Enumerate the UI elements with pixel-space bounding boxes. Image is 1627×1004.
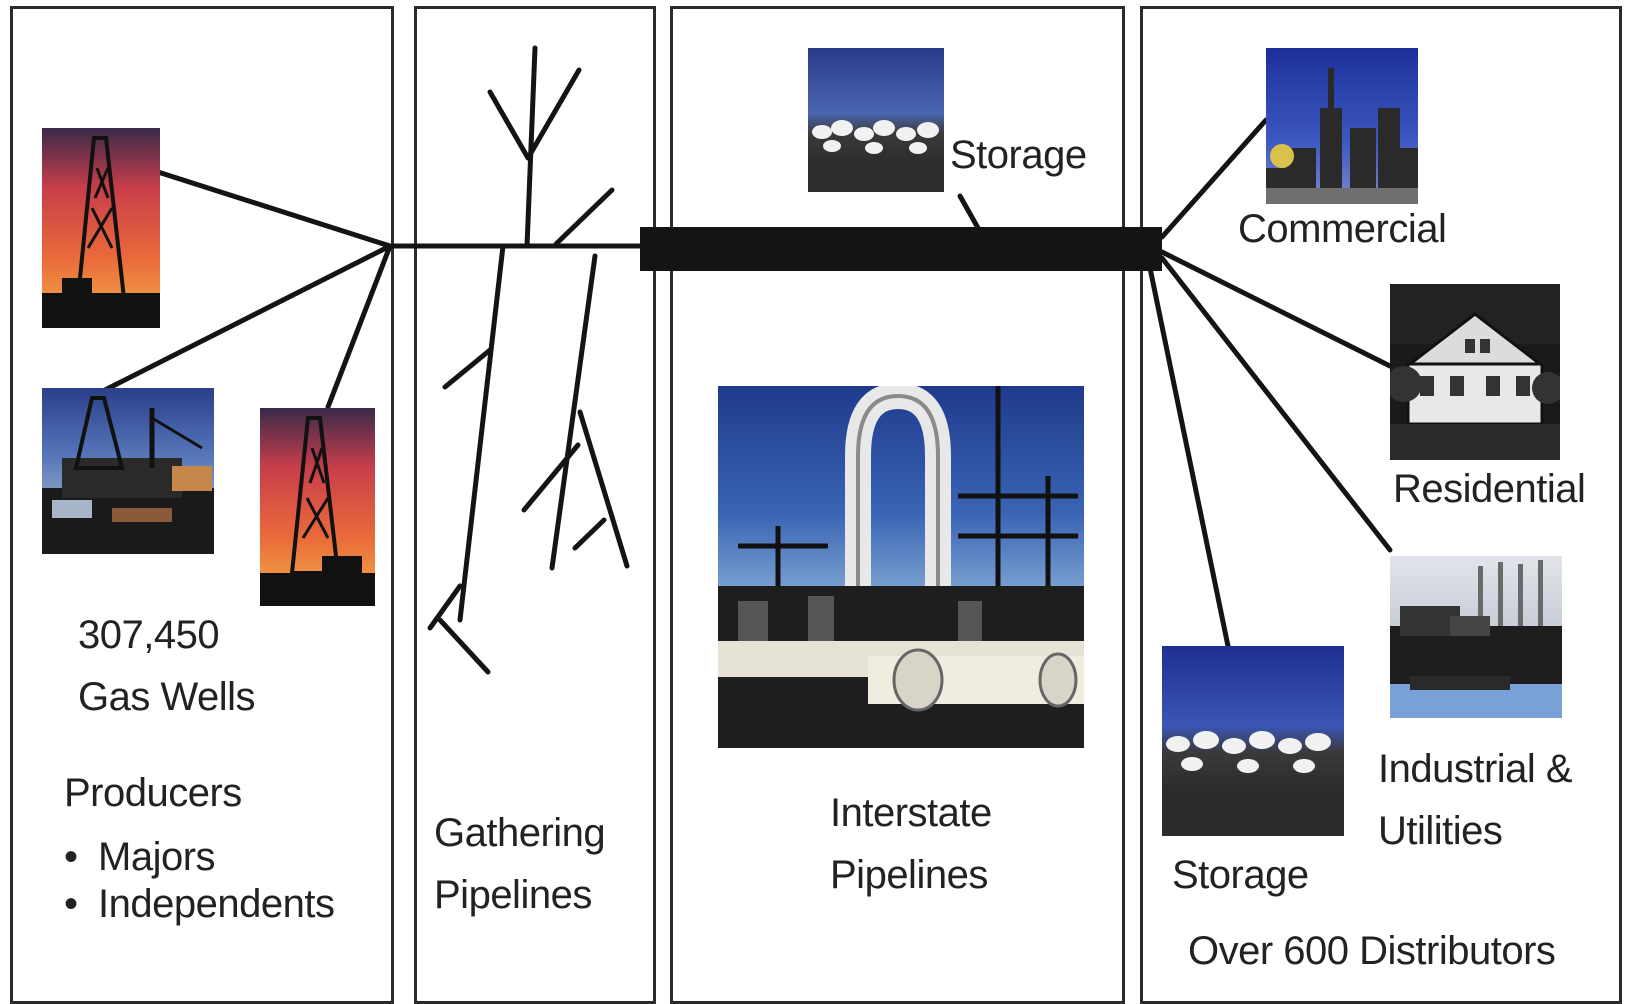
distributors-footer: Over 600 Distributors xyxy=(1188,929,1556,973)
storage-dist-connector xyxy=(1147,265,1231,649)
derrick-icon xyxy=(260,416,375,606)
gathering-branch xyxy=(487,89,531,161)
storage-tanks-icon xyxy=(808,120,944,192)
gathering-label-line1: Gathering xyxy=(434,811,606,855)
producer-type-item: Majors xyxy=(64,834,334,881)
industrial-connector xyxy=(1159,255,1393,553)
gathering-label-line2: Pipelines xyxy=(434,873,592,917)
commercial-label: Commercial xyxy=(1238,207,1447,251)
residential-label: Residential xyxy=(1393,467,1586,511)
interstate-label-line1: Interstate xyxy=(830,791,992,835)
interstate-label-line2: Pipelines xyxy=(830,853,988,897)
well-connector-1 xyxy=(155,169,393,249)
offshore-rig-photo xyxy=(42,388,214,554)
city-skyline-photo xyxy=(1266,48,1418,204)
gas-well-photo-1 xyxy=(42,128,160,328)
gathering-branch xyxy=(577,409,630,569)
storage-tanks-icon xyxy=(1162,731,1344,836)
storage-tanks-photo-top xyxy=(808,48,944,192)
commercial-connector xyxy=(1159,117,1269,240)
gathering-branch xyxy=(572,517,607,551)
gathering-panel xyxy=(414,6,656,1004)
gathering-branch xyxy=(549,253,598,571)
interstate-pipeline-bar xyxy=(640,227,1162,271)
compressor-station-icon xyxy=(718,386,1084,748)
industrial-label-line1: Industrial & xyxy=(1378,747,1573,791)
wells-count: 307,450 xyxy=(78,613,220,657)
residential-connector xyxy=(1159,249,1393,369)
gathering-branch xyxy=(524,45,538,249)
gathering-branch xyxy=(437,617,491,675)
gathering-branch xyxy=(442,347,493,390)
house-icon xyxy=(1390,284,1560,460)
derrick-icon xyxy=(42,136,160,328)
compressor-station-photo xyxy=(718,386,1084,748)
storage-connector xyxy=(957,193,981,231)
gathering-branch xyxy=(553,187,615,247)
gathering-branch xyxy=(525,67,582,161)
gathering-branch xyxy=(521,442,581,513)
industrial-plant-icon xyxy=(1390,560,1562,718)
offshore-rig-icon xyxy=(42,396,214,554)
gathering-branch xyxy=(457,243,506,623)
storage-tanks-photo-dist xyxy=(1162,646,1344,836)
industrial-label-line2: Utilities xyxy=(1378,809,1503,853)
storage-label-interstate: Storage xyxy=(950,133,1087,177)
producers-heading: Producers xyxy=(64,771,242,815)
well-connector-3 xyxy=(325,243,393,410)
gas-well-photo-2 xyxy=(260,408,375,606)
well-connector-2 xyxy=(102,243,393,393)
storage-label-distributors: Storage xyxy=(1172,853,1309,897)
house-photo xyxy=(1390,284,1560,460)
producer-types-list: Majors Independents xyxy=(64,834,335,928)
industrial-plant-photo xyxy=(1390,556,1562,718)
wells-label: Gas Wells xyxy=(78,675,256,719)
producer-type-item: Independents xyxy=(64,881,335,928)
gathering-branch xyxy=(427,583,463,631)
city-skyline-icon xyxy=(1266,68,1418,204)
